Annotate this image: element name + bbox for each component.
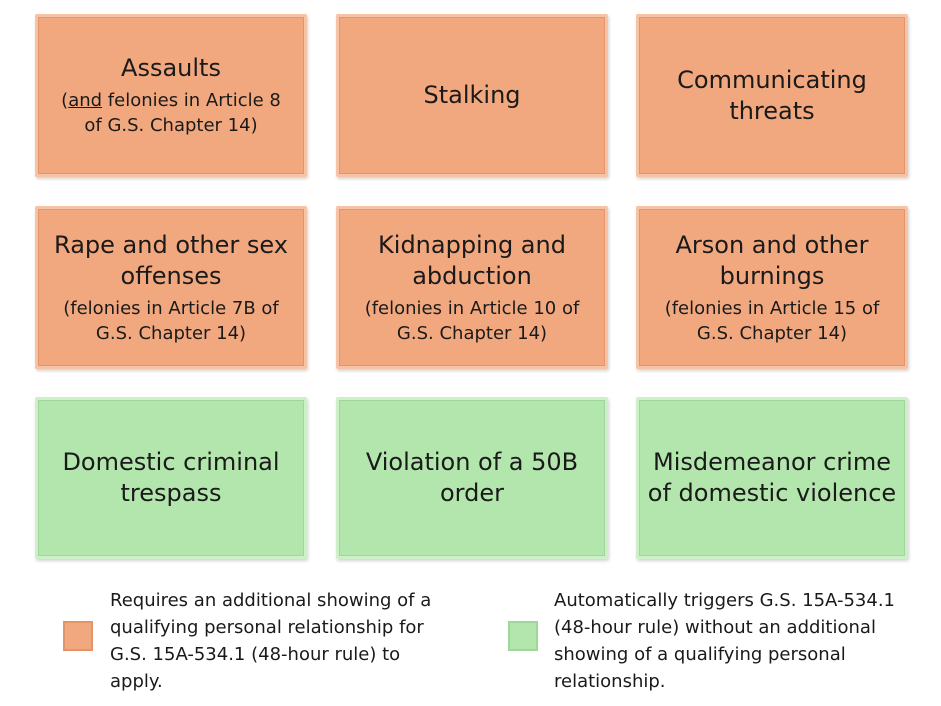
- box-rape-title: Rape and other sex offenses: [54, 230, 288, 290]
- box-rape-subtitle: (felonies in Article 7B of G.S. Chapter …: [63, 297, 279, 344]
- legend-green-swatch: [508, 621, 538, 651]
- box-assaults-title: Assaults: [121, 54, 221, 82]
- box-kidnapping-subtitle: (felonies in Article 10 of G.S. Chapter …: [364, 297, 580, 344]
- box-communicating-threats: Communicating threats: [636, 14, 908, 177]
- box-arson: Arson and other burnings (felonies in Ar…: [636, 206, 908, 369]
- legend-orange-text: Requires an additional showing of a qual…: [110, 590, 432, 692]
- box-rape: Rape and other sex offenses (felonies in…: [35, 206, 307, 369]
- box-domestic-criminal-trespass: Domestic criminal trespass: [35, 397, 307, 559]
- box-stalking-title: Stalking: [423, 81, 521, 109]
- legend-green-text: Automatically triggers G.S. 15A-534.1 (4…: [554, 590, 895, 692]
- box-violation-50b-order-title: Violation of a 50B order: [365, 448, 579, 507]
- box-kidnapping: Kidnapping and abduction (felonies in Ar…: [336, 206, 608, 369]
- box-misdemeanor-domestic-violence-title: Misdemeanor crime of domestic violence: [647, 448, 897, 507]
- box-assaults-sub-underlined: and: [68, 90, 103, 111]
- box-communicating-threats-title: Communicating threats: [677, 65, 867, 125]
- box-violation-50b-order: Violation of a 50B order: [336, 397, 608, 559]
- box-stalking: Stalking: [336, 14, 608, 177]
- box-arson-subtitle: (felonies in Article 15 of G.S. Chapter …: [664, 297, 880, 344]
- legend-orange-swatch: [63, 621, 93, 651]
- box-kidnapping-title: Kidnapping and abduction: [378, 230, 566, 290]
- box-misdemeanor-domestic-violence: Misdemeanor crime of domestic violence: [636, 397, 908, 559]
- box-assaults: Assaults (and felonies in Article 8 of G…: [35, 14, 307, 177]
- box-domestic-criminal-trespass-title: Domestic criminal trespass: [62, 448, 280, 507]
- box-arson-title: Arson and other burnings: [675, 230, 869, 290]
- box-assaults-subtitle: (and felonies in Article 8 of G.S. Chapt…: [52, 88, 290, 138]
- box-assaults-sub-prefix: (: [61, 90, 69, 111]
- box-assaults-sub-rest: felonies in Article 8 of G.S. Chapter 14…: [84, 90, 281, 136]
